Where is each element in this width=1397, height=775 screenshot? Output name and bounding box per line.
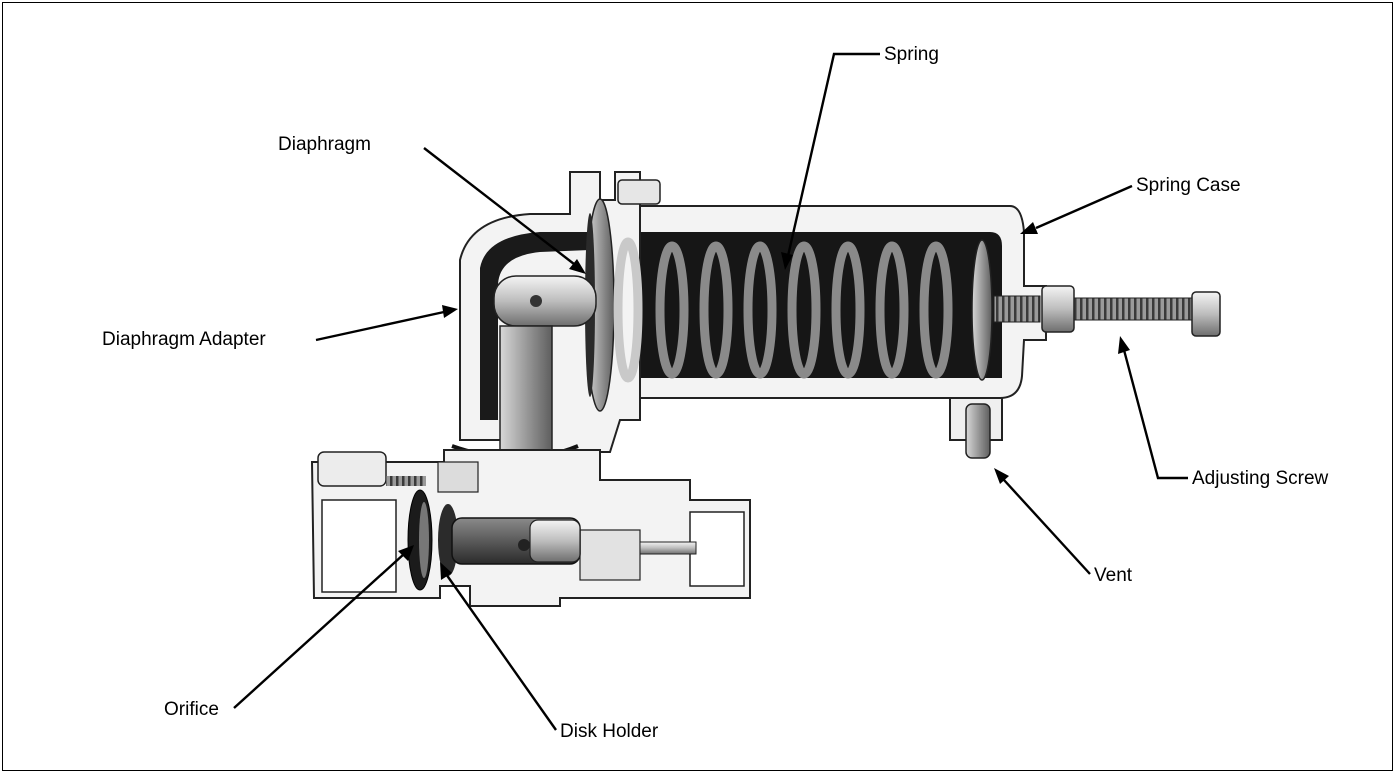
- label-diaphragm-adapter: Diaphragm Adapter: [102, 329, 266, 350]
- label-adjusting-screw: Adjusting Screw: [1192, 468, 1329, 489]
- leader-lines: [233, 52, 1188, 731]
- orifice-arrowhead: [398, 545, 414, 561]
- adjusting-screw-arrowhead: [1118, 336, 1130, 354]
- label-vent: Vent: [1094, 565, 1133, 586]
- label-disk-holder: Disk Holder: [560, 721, 659, 742]
- label-orifice: Orifice: [164, 699, 219, 720]
- spring-leader: [786, 52, 880, 257]
- orifice-leader: [233, 553, 405, 709]
- adjusting-screw: [993, 285, 1221, 337]
- disk-holder-leader: [445, 573, 557, 731]
- spring-arrowhead: [781, 252, 793, 270]
- vent-leader: [1003, 479, 1091, 575]
- spring-coils: [613, 237, 993, 383]
- label-spring-case: Spring Case: [1136, 175, 1241, 196]
- diaphragm-adapter-arrowhead: [442, 305, 458, 318]
- diaphragm-adapter-leader: [315, 310, 445, 342]
- vent-arrowhead: [994, 468, 1009, 484]
- label-diaphragm: Diaphragm: [278, 134, 371, 155]
- spring-case-leader: [1035, 184, 1133, 230]
- disk-holder-arrowhead: [440, 562, 452, 580]
- orifice: [407, 489, 433, 591]
- diaphragm-arrowhead: [569, 259, 586, 274]
- disk-holder: [438, 504, 581, 576]
- adjusting-screw-leader: [1122, 349, 1188, 480]
- vent: [965, 403, 991, 459]
- diaphragm-leader: [423, 147, 575, 265]
- label-spring: Spring: [884, 44, 939, 65]
- spring-case-arrowhead: [1020, 222, 1038, 234]
